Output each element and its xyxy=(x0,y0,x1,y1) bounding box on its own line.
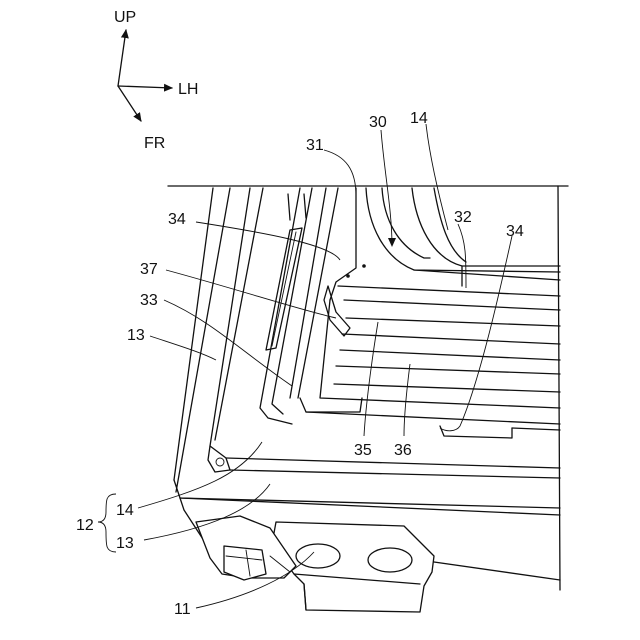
ref-label-32: 32 xyxy=(454,209,472,226)
up-arrow xyxy=(118,30,126,86)
ref-label-34-right: 34 xyxy=(506,223,524,240)
axis-label-up: UP xyxy=(114,9,136,26)
ref-label-12: 12 xyxy=(76,517,94,534)
fr-arrow xyxy=(118,86,141,121)
ref-label-14-top: 14 xyxy=(410,110,428,127)
ref-label-34-left: 34 xyxy=(168,211,186,228)
axis-label-lh: LH xyxy=(178,81,198,98)
ref-label-14-bottom: 14 xyxy=(116,502,134,519)
ref-label-35: 35 xyxy=(354,442,372,459)
ref-label-37: 37 xyxy=(140,261,158,278)
ref-label-13-bottom: 13 xyxy=(116,535,134,552)
ref-label-13-left: 13 xyxy=(127,327,145,344)
bracket-part-11 xyxy=(196,516,434,612)
ref-label-11: 11 xyxy=(174,601,191,618)
ref-label-31: 31 xyxy=(306,137,324,154)
brace-12 xyxy=(98,494,116,552)
lh-arrow xyxy=(118,86,172,88)
axis-label-fr: FR xyxy=(144,135,165,152)
orientation-axes: UP LH FR xyxy=(114,9,198,152)
ref-label-30: 30 xyxy=(369,114,387,131)
ref-label-36: 36 xyxy=(394,442,412,459)
ref-label-33: 33 xyxy=(140,292,158,309)
